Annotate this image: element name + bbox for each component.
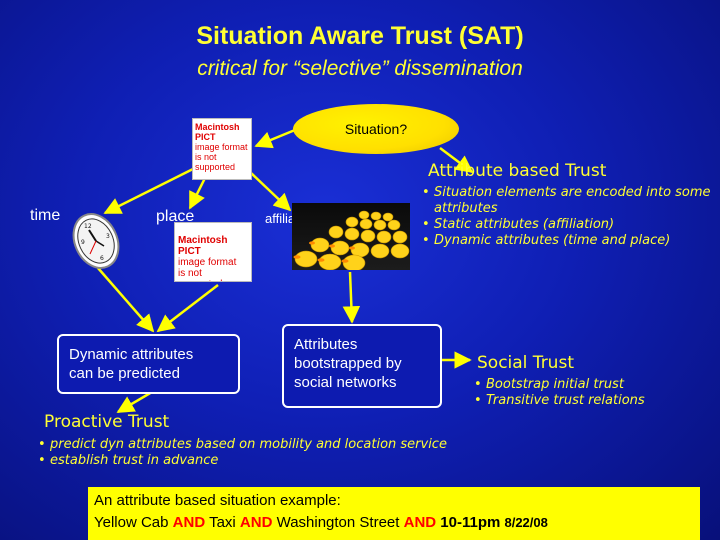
social-trust-heading: Social Trust [477, 353, 574, 373]
situation-example-box: An attribute based situation example: Ye… [88, 487, 700, 540]
social-networks-box: Attributes bootstrapped by social networ… [282, 324, 442, 408]
dynamic-line2: can be predicted [69, 365, 180, 382]
arrow-pict-to-affiliation [249, 171, 292, 212]
attribute-trust-heading: Attribute based Trust [428, 161, 607, 181]
pict-line1: Macintosh PICT [195, 122, 240, 142]
svg-text:3: 3 [106, 233, 110, 240]
list-item: predict dyn attributes based on mobility… [36, 437, 676, 453]
situation-oval: Situation? [293, 104, 459, 154]
example-part: Washington Street [272, 514, 404, 531]
pict-mid-line3: is not supported [178, 268, 222, 281]
proactive-trust-list: predict dyn attributes based on mobility… [36, 437, 676, 469]
arrow-situation-to-attribute [439, 147, 474, 174]
example-date: 8/22/08 [504, 515, 548, 530]
pict-line3: is not supported [195, 152, 236, 172]
rubber-duck-icon [293, 210, 410, 270]
dynamic-attributes-box: Dynamic attributes can be predicted [57, 334, 240, 394]
slide-title: Situation Aware Trust (SAT) [196, 22, 524, 50]
arrow-dynamic-to-proactive [116, 390, 153, 414]
list-item: Situation elements are encoded into some… [420, 185, 712, 217]
svg-text:6: 6 [100, 255, 104, 262]
example-part: Yellow Cab [94, 514, 173, 531]
pict-mid-line2: image format [178, 257, 237, 268]
svg-text:9: 9 [81, 239, 85, 246]
social-trust-list: Bootstrap initial trust Transitive trust… [472, 377, 712, 409]
slide-subtitle: critical for “selective” dissemination [197, 57, 523, 80]
pict-line2: image format [195, 142, 248, 152]
attribute-trust-list: Situation elements are encoded into some… [420, 185, 712, 249]
missing-picture-top: Macintosh PICT image format is not suppo… [192, 118, 252, 180]
arrow-pict-to-place [188, 177, 207, 210]
missing-picture-place: Macintosh PICT image format is not suppo… [174, 222, 252, 282]
social-line2: bootstrapped by [294, 355, 402, 372]
and-operator: AND [403, 514, 437, 531]
clock-icon: 12 9 3 6 [72, 213, 120, 269]
list-item: Transitive trust relations [472, 393, 712, 409]
social-line1: Attributes [294, 336, 358, 353]
list-item: Dynamic attributes (time and place) [420, 233, 712, 249]
arrow-situation-to-pict [254, 128, 296, 149]
rubber-ducks-image [292, 203, 410, 270]
list-item: establish trust in advance [36, 453, 676, 469]
social-line3: social networks [294, 374, 397, 391]
dynamic-line1: Dynamic attributes [69, 346, 194, 363]
and-operator: AND [239, 514, 273, 531]
example-part: Taxi [205, 514, 240, 531]
arrow-time-to-dynamic [97, 267, 155, 333]
list-item: Static attributes (affiliation) [420, 217, 712, 233]
pict-mid-line1: Macintosh PICT [178, 235, 228, 257]
svg-text:12: 12 [84, 223, 92, 230]
label-place: place [156, 208, 195, 225]
proactive-trust-heading: Proactive Trust [44, 412, 170, 432]
arrow-ducks-to-social [342, 271, 361, 324]
example-time: 10-11pm [436, 514, 505, 531]
and-operator: AND [172, 514, 206, 531]
example-intro: An attribute based situation example: [94, 492, 341, 509]
arrow-pict-to-time [103, 166, 196, 215]
list-item: Bootstrap initial trust [472, 377, 712, 393]
situation-label: Situation? [344, 121, 408, 137]
example-expression: Yellow Cab AND Taxi AND Washington Stree… [94, 512, 694, 534]
label-time: time [30, 207, 61, 224]
arrow-place-to-dynamic [156, 284, 219, 333]
